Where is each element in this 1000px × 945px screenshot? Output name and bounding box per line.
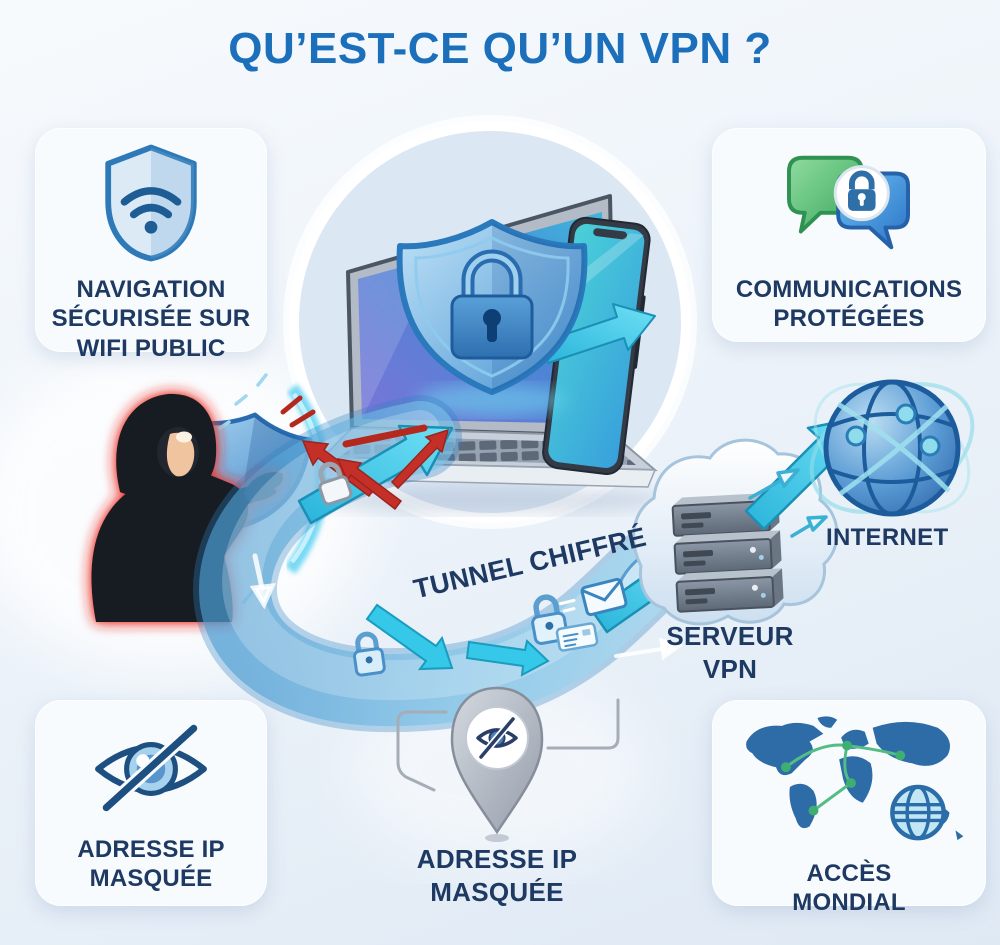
- tunnel-envelope-icon: [558, 577, 628, 617]
- internet-label: INTERNET: [826, 524, 949, 551]
- pin-eye-slash-icon: [476, 716, 518, 760]
- tunnel-flow-arrow-icon: [365, 603, 454, 671]
- security-shield: [396, 219, 588, 416]
- pin-connector-lines: [396, 698, 620, 792]
- mini-globe-icon: [890, 784, 946, 841]
- card-eye-label: ADRESSE IP MASQUÉE: [77, 836, 225, 893]
- chat-bubbles-lock-icon: [774, 142, 924, 267]
- shield-wifi-icon: [92, 144, 210, 267]
- card-map-label: ACCÈS MONDIAL: [792, 860, 906, 917]
- impact-crack-icon: [280, 395, 316, 428]
- location-pin-icon: [450, 686, 544, 842]
- deflected-arrows-icon: [280, 395, 450, 511]
- tunnel-card-icon: [555, 622, 599, 652]
- card-ip-masked: ADRESSE IP MASQUÉE: [35, 700, 267, 906]
- arrow-laptop-to-phone-icon: [541, 303, 656, 364]
- eye-slash-icon: [90, 721, 212, 821]
- tunnel-direction-arrow-icon: [249, 553, 684, 661]
- card-wifi-public: NAVIGATION SÉCURISÉE SUR WIFI PUBLIC: [35, 128, 267, 362]
- card-comms-label: COMMUNICATIONS PROTÉGÉES: [735, 276, 963, 333]
- card-global-access: ACCÈS MONDIAL: [712, 700, 986, 916]
- tunnel-flow-arrow-icon: [465, 639, 550, 677]
- card-wifi-label: NAVIGATION SÉCURISÉE SUR WIFI PUBLIC: [51, 276, 251, 362]
- pin-label: ADRESSE IP MASQUÉE: [416, 844, 578, 907]
- card-communications: COMMUNICATIONS PROTÉGÉES: [712, 128, 986, 342]
- padlock-icon: [450, 249, 534, 360]
- world-map-network-icon: [730, 714, 968, 857]
- tunnel-lock-icon: [353, 631, 386, 677]
- internet-globe-icon: [809, 379, 975, 517]
- blocked-lock-icon: [318, 461, 353, 506]
- page-title: QU’EST-CE QU’UN VPN ?: [228, 24, 772, 73]
- server-label: SERVEUR VPN: [666, 621, 794, 684]
